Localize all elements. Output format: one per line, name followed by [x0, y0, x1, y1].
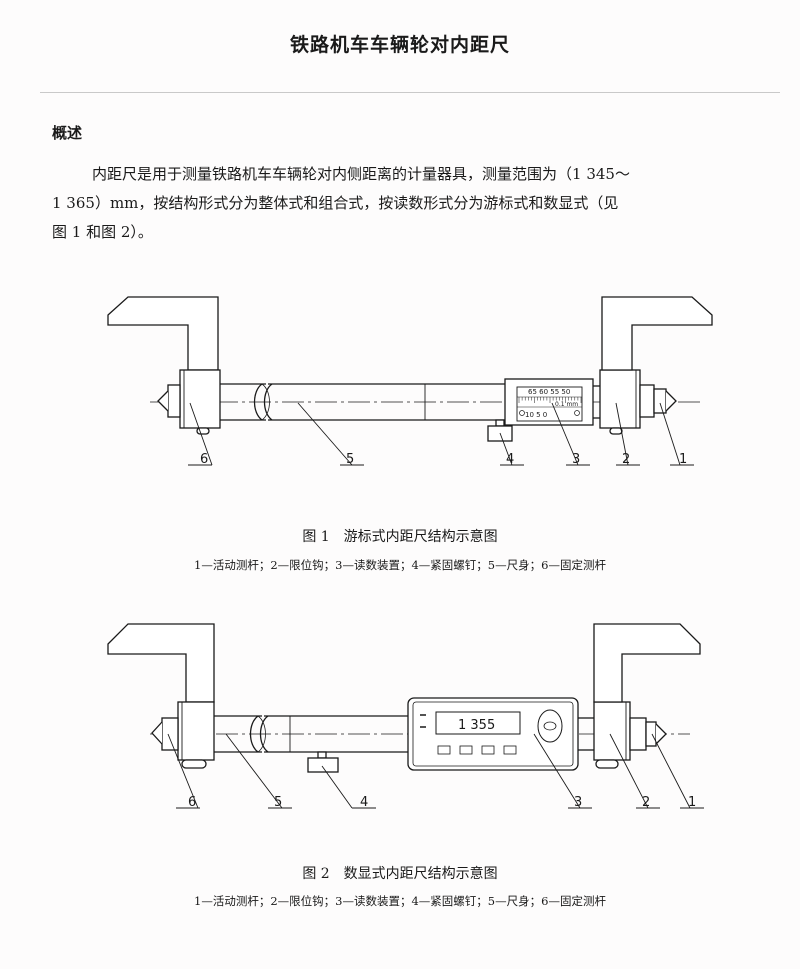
- left-collar-screw: [181, 759, 207, 769]
- digital-button-1: [437, 745, 451, 755]
- lcd-display: [435, 711, 521, 735]
- title-divider: [40, 92, 780, 93]
- digital-housing-inner: [412, 701, 574, 767]
- battery-cover-slot: [543, 721, 557, 731]
- left-limit-hook: [107, 623, 215, 703]
- callout-leaders: [167, 733, 704, 809]
- callout-4: 4: [506, 452, 514, 467]
- callout-6: 6: [188, 795, 196, 810]
- figure-1-vernier-gauge-diagram: 65 60 55 50 10 5 0 0.1 mm: [107, 296, 713, 467]
- digital-button-3: [481, 745, 495, 755]
- callout-1: 1: [688, 795, 696, 810]
- right-limit-hook: [601, 296, 713, 371]
- page-title: 铁路机车车辆轮对内距尺: [289, 34, 510, 56]
- break-mark: [263, 383, 273, 421]
- fixed-rod-tip: [157, 390, 169, 412]
- fixed-measuring-rod: [167, 384, 181, 418]
- indicator-icon: [420, 714, 426, 728]
- callout-2: 2: [642, 795, 650, 810]
- right-limit-hook: [593, 623, 701, 703]
- screw-icon: [519, 410, 525, 416]
- figure-2-digital-gauge-diagram: 1 355 6 5 4 3 2: [107, 623, 704, 810]
- vernier-window: [516, 386, 583, 422]
- callout-5: 5: [274, 795, 282, 810]
- digital-button-4: [503, 745, 517, 755]
- break-mark: [257, 715, 266, 753]
- figure-2-caption: 图 2 数显式内距尺结构示意图: [302, 866, 498, 882]
- paragraph-line-2: 1 365）mm，按结构形式分为整体式和组合式，按读数形式分为游标式和数显式（见: [52, 194, 619, 212]
- display-reading: 1 355: [458, 718, 495, 733]
- movable-rod-tip: [655, 723, 667, 745]
- right-collar-screw: [609, 427, 623, 435]
- screw-icon: [574, 410, 580, 416]
- vernier-sub-scale-label: 10 5 0: [525, 411, 547, 419]
- left-limit-hook: [107, 296, 219, 371]
- movable-rod-head: [645, 721, 657, 747]
- battery-cover-icon: [537, 709, 563, 743]
- vernier-main-scale-label: 65 60 55 50: [528, 388, 570, 396]
- right-collar: [593, 701, 631, 761]
- callout-5: 5: [346, 452, 354, 467]
- figure-2-legend: 1—活动测杆；2—限位钩；3—读数装置；4—紧固螺钉；5—尺身；6—固定测杆: [194, 894, 606, 908]
- clamp-screw-stem: [495, 419, 505, 427]
- fixed-rod-tip: [151, 721, 163, 745]
- clamp-screw-stem: [317, 751, 327, 759]
- movable-measuring-rod: [629, 717, 647, 751]
- callout-3: 3: [574, 795, 582, 810]
- vernier-resolution-label: 0.1 mm: [555, 401, 578, 408]
- clamp-screw-knob: [307, 757, 339, 773]
- paragraph-line-3: 图 1 和图 2）。: [52, 223, 153, 241]
- movable-rod-tip: [665, 390, 677, 412]
- right-collar: [599, 369, 641, 429]
- right-collar-screw: [595, 759, 619, 769]
- paragraph-line-1: 内距尺是用于测量铁路机车车辆轮对内侧距离的计量器具，测量范围为（1 345～: [92, 165, 630, 183]
- break-mark: [249, 715, 259, 753]
- callout-leaders: [188, 402, 694, 466]
- callout-4: 4: [360, 795, 368, 810]
- section-heading: 概述: [52, 124, 83, 142]
- callout-1: 1: [679, 452, 687, 467]
- break-mark: [253, 383, 263, 421]
- break-mark: [259, 715, 269, 753]
- break-mark: [261, 383, 270, 421]
- movable-measuring-rod: [639, 384, 655, 418]
- callout-3: 3: [572, 452, 580, 467]
- movable-rod-head: [653, 388, 667, 414]
- digital-button-2: [459, 745, 473, 755]
- vernier-ticks: [518, 397, 582, 403]
- callout-6: 6: [200, 452, 208, 467]
- fixed-measuring-rod: [161, 717, 179, 751]
- left-collar: [177, 701, 215, 761]
- figure-1-caption: 图 1 游标式内距尺结构示意图: [302, 529, 498, 545]
- figure-1-legend: 1—活动测杆；2—限位钩；3—读数装置；4—紧固螺钉；5—尺身；6—固定测杆: [194, 558, 606, 572]
- callout-2: 2: [622, 452, 630, 467]
- left-collar: [179, 369, 221, 429]
